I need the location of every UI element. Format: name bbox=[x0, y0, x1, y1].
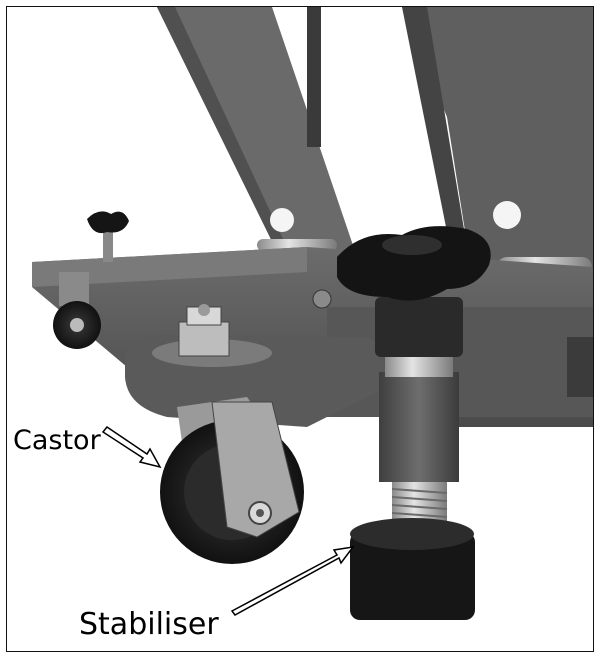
castor-mount-nut bbox=[178, 304, 230, 357]
stabiliser-pillar bbox=[375, 297, 463, 482]
castor-label: Castor bbox=[13, 425, 101, 456]
product-photo bbox=[32, 7, 593, 620]
stabiliser-foot bbox=[350, 518, 475, 620]
rear-castor-wheel bbox=[53, 272, 101, 349]
stabiliser-label: Stabiliser bbox=[79, 607, 219, 642]
rear-stabiliser-knob bbox=[87, 211, 129, 262]
stabiliser-knob bbox=[337, 226, 491, 301]
lift-arm-left bbox=[157, 7, 357, 272]
castor-wheel bbox=[160, 397, 304, 564]
stabiliser-arrow bbox=[230, 545, 355, 616]
photo-frame: Castor Stabiliser bbox=[6, 6, 594, 652]
lift-arm-center bbox=[307, 7, 321, 147]
castor-arrow bbox=[101, 425, 162, 469]
